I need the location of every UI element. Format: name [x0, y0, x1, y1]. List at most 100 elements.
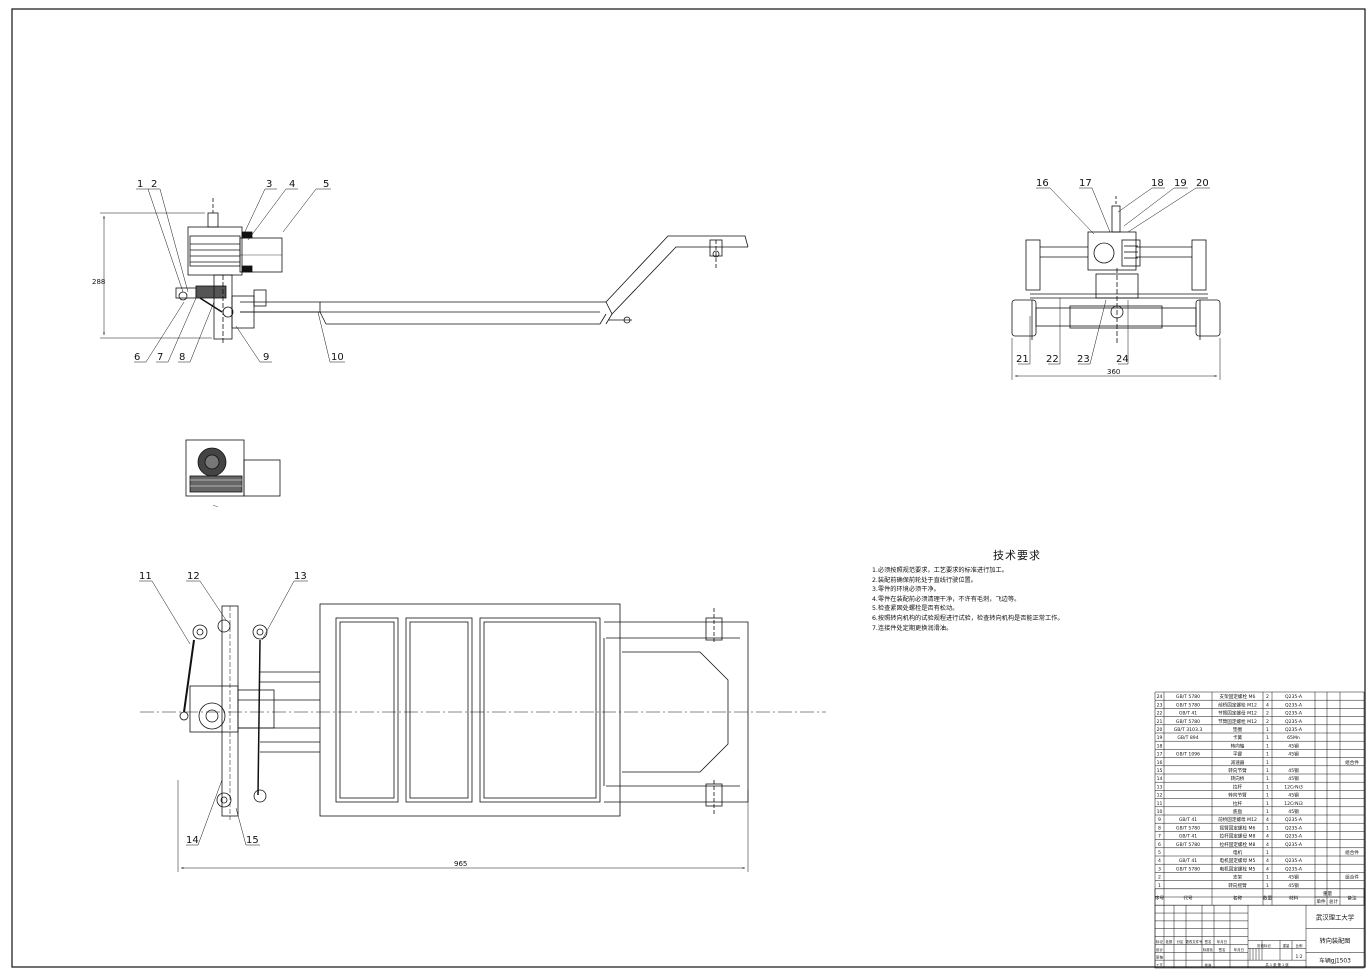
titleblock-scale: 1:2	[1295, 954, 1302, 960]
balloon-18: 18	[1151, 178, 1164, 189]
bom-row-number: 12	[1157, 793, 1163, 799]
bom-row-number: 18	[1157, 743, 1163, 749]
bom-row-code: GB/T 5780	[1176, 702, 1200, 708]
technical-note: 1.必须按照规范要求，工艺要求的标准进行加工。	[872, 567, 1008, 574]
bom-row-material: 65Mn	[1287, 735, 1300, 741]
balloon-23: 23	[1077, 354, 1090, 365]
bom-row-name: 电机固定螺栓 M5	[1220, 865, 1256, 872]
technical-note: 6.按照转向机构的试验规程进行试验，检查转向机构是否能正常工作。	[872, 614, 1064, 622]
balloon-19: 19	[1174, 178, 1187, 189]
titleblock-label: 年月日	[1217, 939, 1227, 944]
balloon-3: 3	[266, 179, 272, 190]
titleblock-label: 签名	[1205, 939, 1212, 944]
top-view-labels: 11 12 13 14 15 965	[139, 571, 467, 868]
titleblock-label: 更改文件号	[1186, 939, 1204, 944]
bom-row-qty: 2	[1266, 719, 1269, 725]
balloon-11: 11	[139, 571, 152, 582]
bom-row-number: 4	[1158, 858, 1161, 864]
bom-row-number: 8	[1158, 825, 1161, 831]
bom-row-qty: 1	[1266, 793, 1269, 799]
balloon-12: 12	[187, 571, 200, 582]
bom-row-code: GB/T 41	[1179, 711, 1197, 717]
bom-row-name: 前桥固定螺栓 M12	[1218, 701, 1257, 708]
bom-row-name: 电机	[1233, 849, 1243, 856]
bom-row-material: Q235-A	[1285, 858, 1303, 864]
bom-row-number: 23	[1157, 702, 1163, 708]
technical-note: 3.零件的环境必须干净。	[872, 586, 940, 594]
titleblock-label: 标记	[1156, 939, 1164, 944]
bom-row-number: 5	[1158, 850, 1161, 856]
bom-row-name: 拉杆	[1233, 783, 1243, 790]
bom-row-qty: 4	[1266, 702, 1269, 708]
titleblock-label: 分区	[1177, 939, 1184, 944]
bom-row-name: 前桥固定螺母 M12	[1218, 816, 1257, 823]
balloon-14: 14	[186, 835, 199, 846]
bom-row-number: 16	[1157, 760, 1163, 766]
bom-row-number: 11	[1157, 801, 1163, 807]
titleblock-label: 年月日	[1234, 947, 1244, 952]
balloon-4: 4	[289, 179, 295, 190]
bom-row-qty: 1	[1266, 883, 1269, 889]
side-view	[1011, 187, 1221, 380]
technical-requirements-title: 技术要求	[993, 549, 1041, 562]
balloon-17: 17	[1079, 178, 1092, 189]
balloon-1: 1	[137, 179, 143, 190]
side-view-labels: 16 17 18 19 20 21 22 23 24 360	[1016, 178, 1209, 376]
titleblock-drawing-name: 转向装配图	[1320, 937, 1351, 945]
bom-header-cell: 重量	[1323, 890, 1333, 897]
titleblock-label: 签名	[1219, 947, 1226, 952]
bom-row-qty: 1	[1266, 760, 1269, 766]
bom-row-qty: 1	[1266, 784, 1269, 790]
bom-row-qty: 1	[1266, 850, 1269, 856]
titleblock-sheets: 共 1 张 第 1 张	[1265, 962, 1289, 967]
bom-row-number: 14	[1157, 776, 1163, 782]
bom-row-name: 垫圈	[1233, 726, 1243, 733]
bom-row-name: 拉杆固定螺栓 M8	[1220, 841, 1256, 848]
bom-row-qty: 4	[1266, 817, 1269, 823]
bom-row-qty: 1	[1266, 809, 1269, 815]
balloon-22: 22	[1046, 354, 1059, 365]
drawing-frame	[11, 8, 1366, 968]
balloon-8: 8	[179, 352, 185, 363]
bom-header-cell: 总计	[1329, 898, 1339, 905]
titleblock-label: 比例	[1296, 943, 1303, 948]
bom-row-material: 45钢	[1288, 808, 1299, 815]
bom-row-name: 拉杆固定螺母 M8	[1220, 833, 1256, 840]
bom-row-qty: 2	[1266, 694, 1269, 700]
bom-row-material: 45钢	[1288, 751, 1299, 758]
dimension-top-length: 965	[454, 860, 467, 868]
front-view	[100, 188, 749, 363]
bom-row-qty: 1	[1266, 727, 1269, 733]
balloon-5: 5	[323, 179, 329, 190]
bom-row-number: 15	[1157, 768, 1163, 774]
dimension-side-width: 360	[1107, 368, 1120, 376]
bom-row-qty: 1	[1266, 752, 1269, 758]
bom-row-number: 10	[1157, 809, 1163, 815]
bom-row-number: 1	[1158, 883, 1161, 889]
bom-row-qty: 2	[1266, 711, 1269, 717]
bom-row-code: GB/T 5780	[1176, 866, 1200, 872]
balloon-2: 2	[151, 179, 157, 190]
balloon-20: 20	[1196, 178, 1209, 189]
balloon-16: 16	[1036, 178, 1049, 189]
titleblock-label: 处数	[1166, 939, 1173, 944]
bom-row-qty: 1	[1266, 735, 1269, 741]
bom-row-material: 45钢	[1288, 775, 1299, 782]
bom-row-code: GB/T 5780	[1176, 694, 1200, 700]
titleblock-label: 阶段标记	[1257, 943, 1271, 948]
bom-header-cell: 数量	[1263, 895, 1273, 902]
bom-row-name: 支架固定螺栓 M6	[1220, 693, 1256, 700]
bom-header-cell: 单件	[1316, 898, 1326, 905]
bom-row-code: GB/T 41	[1179, 817, 1197, 823]
bom-row-code: GB/T 5780	[1176, 719, 1200, 725]
bom-row-code: GB/T 894	[1177, 735, 1198, 741]
bom-row-code: GB/T 3103.3	[1174, 727, 1203, 733]
technical-note: 5.检查紧固处螺栓是否有松动。	[872, 605, 959, 613]
bom-row-code: GB/T 5780	[1176, 825, 1200, 831]
bom-row-material: Q235-A	[1285, 719, 1303, 725]
titleblock-company: 武汉理工大学	[1316, 912, 1355, 921]
bom-row-code: GB/T 1096	[1176, 752, 1200, 758]
bom-row-material: Q235-A	[1285, 702, 1303, 708]
bom-row-material: Q235-A	[1285, 825, 1303, 831]
